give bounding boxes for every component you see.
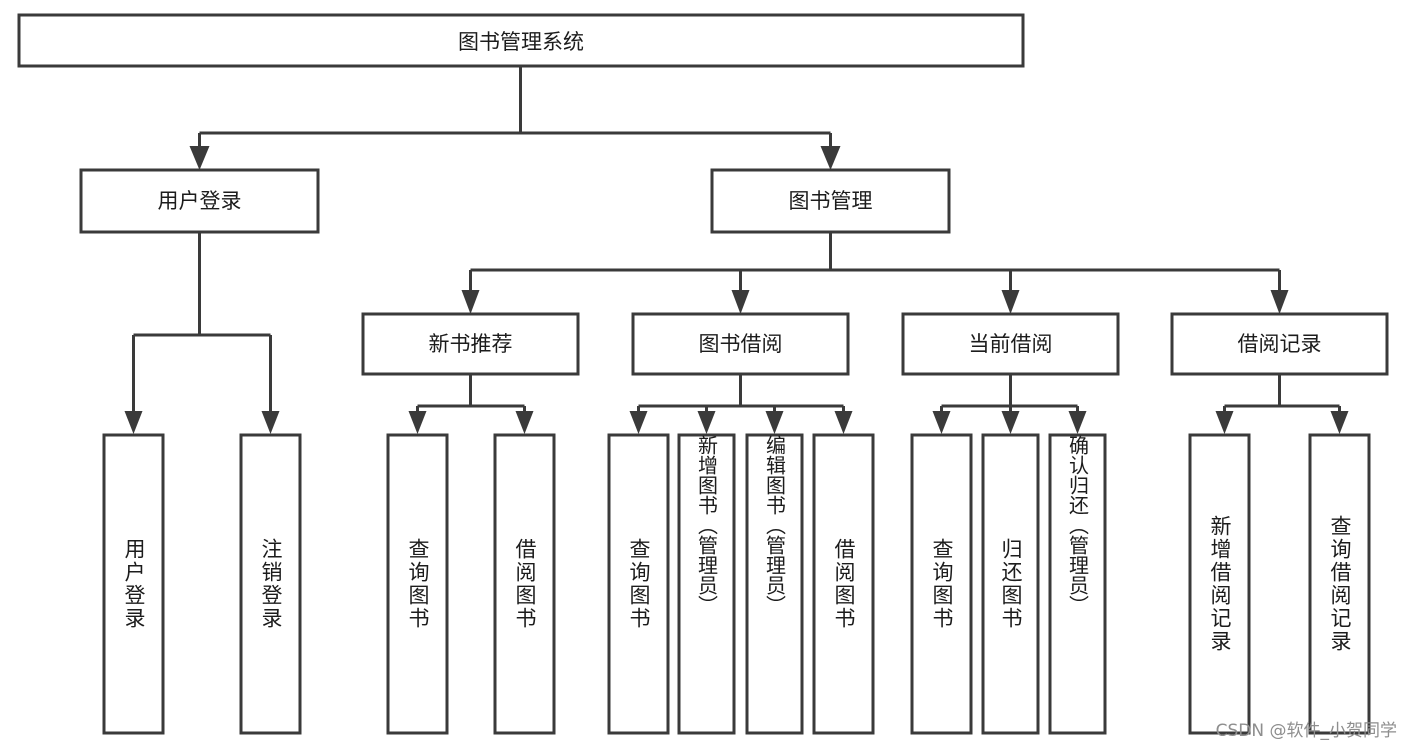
node-user-login-label: 用户登录 (158, 189, 242, 213)
node-root-label: 图书管理系统 (458, 30, 584, 54)
leaf-box-new-book-1[interactable] (386, 433, 449, 735)
node-root-box[interactable] (17, 13, 1025, 68)
node-root[interactable]: 图书管理系统 (17, 13, 1025, 68)
node-new-book-recommend[interactable]: 新书推荐 (361, 312, 580, 376)
node-new-book-recommend-label: 新书推荐 (429, 332, 513, 356)
arrowhead-bookborrow-leaf-2 (697, 411, 716, 434)
leaf-box-current-borrow-1[interactable] (910, 433, 973, 735)
leaf-box-current-borrow-2[interactable] (981, 433, 1040, 735)
node-new-book-recommend-box[interactable] (361, 312, 580, 376)
node-book-borrow[interactable]: 图书借阅 (631, 312, 850, 376)
leaf-box-book-borrow-4[interactable] (812, 433, 875, 735)
arrowhead-userlogin-leaf-1 (124, 411, 143, 434)
connector-layer (124, 66, 1349, 434)
arrowhead-currentborrow-leaf-1 (932, 411, 951, 434)
node-user-login[interactable]: 用户登录 (79, 168, 320, 234)
arrowhead-borrowrecord-leaf-1 (1215, 411, 1234, 434)
leaf-box-book-borrow-2[interactable] (677, 433, 736, 735)
leaf-box-book-borrow-1[interactable] (607, 433, 670, 735)
node-book-management-label: 图书管理 (789, 189, 873, 213)
node-current-borrow[interactable]: 当前借阅 (901, 312, 1120, 376)
node-current-borrow-label: 当前借阅 (969, 332, 1053, 356)
arrowhead-newbook-leaf-2 (515, 411, 534, 434)
leaf-box-new-book-2[interactable] (493, 433, 556, 735)
arrowhead-bookmgmt-child-3 (1001, 290, 1020, 314)
leaf-box-book-borrow-3[interactable] (745, 433, 804, 735)
leaf-box-user-login-1[interactable] (102, 433, 165, 735)
leaf-box-user-login-2[interactable] (239, 433, 302, 735)
node-user-login-box[interactable] (79, 168, 320, 234)
arrowhead-bookmgmt-child-2 (731, 290, 750, 314)
arrowhead-root-bookmgmt (820, 146, 841, 170)
arrowhead-bookmgmt-child-4 (1270, 290, 1289, 314)
arrowhead-bookborrow-leaf-4 (834, 411, 853, 434)
node-current-borrow-box[interactable] (901, 312, 1120, 376)
arrowhead-bookborrow-leaf-1 (629, 411, 648, 434)
arrowhead-currentborrow-leaf-3 (1068, 411, 1087, 434)
arrowhead-bookborrow-leaf-3 (765, 411, 784, 434)
arrowhead-borrowrecord-leaf-2 (1330, 411, 1349, 434)
arrowhead-root-userlogin (189, 146, 210, 170)
node-book-borrow-label: 图书借阅 (699, 332, 783, 356)
node-book-borrow-box[interactable] (631, 312, 850, 376)
node-borrow-record[interactable]: 借阅记录 (1170, 312, 1389, 376)
node-book-management-box[interactable] (710, 168, 951, 234)
leaf-box-current-borrow-3[interactable] (1048, 433, 1107, 735)
leaf-box-borrow-record-2[interactable] (1308, 433, 1371, 735)
arrowhead-bookmgmt-child-1 (461, 290, 480, 314)
leaf-box-borrow-record-1[interactable] (1188, 433, 1251, 735)
arrowhead-currentborrow-leaf-2 (1001, 411, 1020, 434)
arrowhead-newbook-leaf-1 (408, 411, 427, 434)
node-borrow-record-label: 借阅记录 (1238, 332, 1322, 356)
arrowhead-userlogin-leaf-2 (261, 411, 280, 434)
node-borrow-record-box[interactable] (1170, 312, 1389, 376)
node-book-management[interactable]: 图书管理 (710, 168, 951, 234)
